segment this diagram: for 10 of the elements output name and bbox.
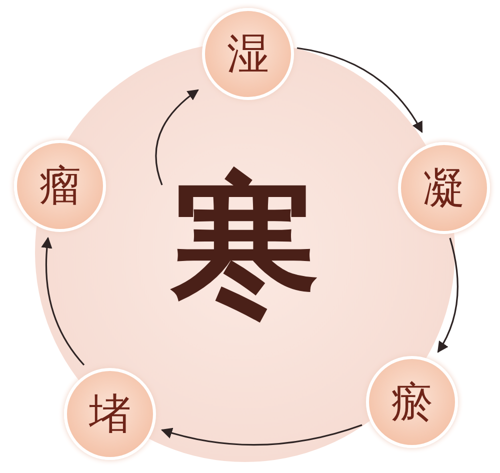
arrow (160, 424, 362, 446)
arrow (155, 89, 199, 186)
node-label: 凝 (423, 167, 465, 209)
node-label: 瘀 (391, 381, 433, 423)
node-label: 堵 (89, 393, 131, 435)
arrow (41, 236, 85, 366)
arrow (437, 238, 458, 353)
arrow (296, 47, 423, 133)
node-label: 瘤 (39, 165, 81, 207)
node-label: 湿 (227, 33, 269, 75)
